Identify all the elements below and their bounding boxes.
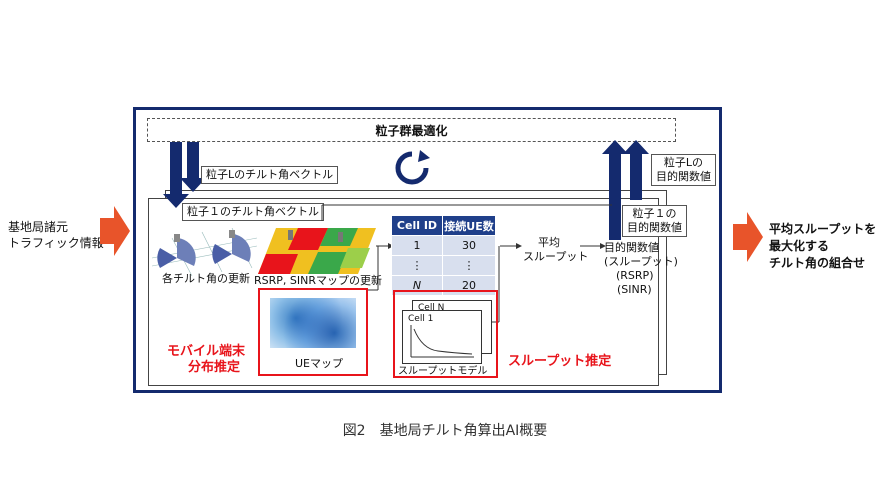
ue-map-box xyxy=(258,288,368,376)
throughput-model-label: スループットモデル xyxy=(398,366,488,377)
loop-icon xyxy=(395,150,430,185)
particle-L-objective-label: 粒子Lの 目的関数値 xyxy=(651,154,716,186)
table-cell: 30 xyxy=(442,235,496,256)
down-arrow-1-icon xyxy=(163,142,189,208)
rsrp-update-label: RSRP, SINRマップの更新 xyxy=(254,274,382,287)
output-label-line2: 最大化する xyxy=(769,239,830,253)
table-cell: 1 xyxy=(391,235,443,256)
average-throughput-line2: スループット xyxy=(523,250,589,263)
ue-map-label: UEマップ xyxy=(295,357,344,370)
table-row: 1 30 xyxy=(391,235,496,256)
output-arrow-icon xyxy=(733,212,763,262)
tilt-antenna-illustration xyxy=(152,228,257,276)
output-label-line3: チルト角の組合せ xyxy=(769,256,866,270)
throughput-estimation-label: スループット推定 xyxy=(508,354,612,369)
objective-line3: (RSRP) xyxy=(616,269,654,282)
input-label-line1: 基地局諸元 xyxy=(8,220,69,234)
objective-line1: 目的関数値 xyxy=(604,241,659,254)
up-arrow-L-icon xyxy=(623,140,649,200)
output-label-line1: 平均スループットを xyxy=(769,222,877,236)
particle-L-objective-line2: 目的関数値 xyxy=(656,170,711,183)
ai-frame xyxy=(133,107,722,393)
figure-caption: 図2 基地局チルト角算出AI概要 xyxy=(342,423,548,439)
up-arrow-1-icon xyxy=(602,140,628,240)
cell-n-label: Cell N xyxy=(418,303,445,313)
mobile-estimation-line2: 分布推定 xyxy=(188,360,241,375)
particle-L-objective-line1: 粒子Lの xyxy=(663,156,704,169)
objective-line2: (スループット) xyxy=(604,255,678,268)
tilt-update-label: 各チルト角の更新 xyxy=(162,272,250,285)
input-arrow-icon xyxy=(100,206,130,256)
table-header-cell-id: Cell ID xyxy=(391,215,443,236)
table-header-ue-count: 接続UE数 xyxy=(442,215,496,236)
average-throughput-line1: 平均 xyxy=(538,236,560,249)
particle-1-objective-line2: 目的関数値 xyxy=(627,221,682,234)
mobile-estimation-line1: モバイル端末 xyxy=(167,344,246,359)
input-label-line2: トラフィック情報 xyxy=(8,236,104,250)
throughput-model-box xyxy=(393,290,498,378)
throughput-curve-icon xyxy=(410,325,474,358)
particle-1-objective-line1: 粒子１の xyxy=(632,207,677,220)
cell-1-sheet xyxy=(402,310,482,364)
rsrp-heatmap-illustration xyxy=(258,228,376,274)
table-row: ⋮ ⋮ xyxy=(391,255,496,276)
pso-title: 粒子群最適化 xyxy=(375,123,448,138)
ue-map-heatmap xyxy=(270,298,356,348)
table-cell: ⋮ xyxy=(391,255,443,276)
particle-L-tilt-label: 粒子Lのチルト角ベクトル xyxy=(201,166,339,184)
table-cell: ⋮ xyxy=(442,255,496,276)
particle-1-tilt-label: 粒子１のチルト角ベクトル xyxy=(182,203,324,221)
pso-box: 粒子群最適化 xyxy=(147,118,676,142)
cell-1-label: Cell 1 xyxy=(408,314,434,324)
particle-1-objective-label: 粒子１の 目的関数値 xyxy=(622,205,687,237)
cell-ue-table: Cell ID 接続UE数 1 30 ⋮ ⋮ N 20 xyxy=(391,215,496,296)
objective-line4: (SINR) xyxy=(617,283,652,296)
down-arrow-L-icon xyxy=(180,142,206,192)
